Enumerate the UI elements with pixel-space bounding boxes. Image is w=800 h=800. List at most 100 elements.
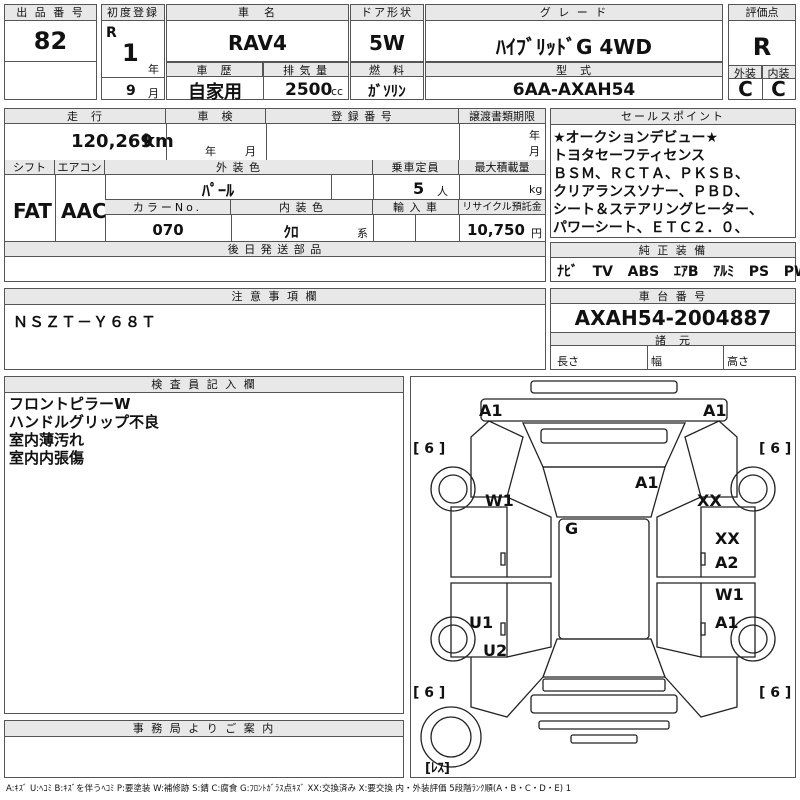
later-parts-label: 後 日 発 送 部 品 [5, 242, 545, 257]
vehicle-info-box: 走 行 車 検 登 録 番 号 譲渡書類期限 120,269 km 年 月 年 … [4, 108, 546, 282]
mark-left-rear-1: U1 [469, 613, 494, 632]
equip-ps: PS [748, 264, 770, 280]
equip-pw: PW [783, 264, 800, 280]
mark-right-rear-door-2: A1 [715, 613, 739, 632]
equip-airbag: ｴｱB [673, 264, 699, 280]
score-box: 評価点 R 外装 内装 C C [728, 4, 796, 101]
displacement-value: 2500 [285, 80, 333, 100]
tire-label-front-right: [ 6 ] [759, 441, 792, 457]
exterior-value: C [738, 77, 753, 101]
inspector-line: 室内内張傷 [9, 449, 85, 467]
lot-label: 出 品 番 号 [5, 5, 96, 21]
color-value: ﾊﾟｰﾙ [201, 181, 234, 200]
car-outline [420, 380, 776, 768]
displacement-label: 排 気 量 [263, 63, 348, 77]
tire-label-rear-left: [ 6 ] [413, 685, 446, 701]
first-reg-box: 初度登録 R 1 年 9 月 [101, 4, 165, 100]
notes-box: 注 意 事 項 欄 ＮＳＺＴ－Ｙ６８Ｔ [4, 288, 546, 370]
equip-abs: ABS [627, 264, 660, 280]
sales-point-line: ★オークションデビュー★ [553, 130, 719, 146]
office-label: 事 務 局 よ り ご 案 内 [5, 721, 403, 737]
mileage-value: 120,269 [71, 131, 153, 152]
history-value: 自家用 [188, 82, 242, 103]
chassis-label: 車 台 番 号 [551, 289, 795, 304]
inspection-label: 車 検 [166, 109, 266, 124]
year-unit: 年 [148, 63, 159, 76]
inspection-year: 年 [205, 145, 216, 158]
recycle-value: 10,750 [467, 221, 525, 239]
era-prefix: R [106, 25, 117, 41]
interior-label: 内装 [762, 65, 795, 80]
length-label: 長さ [557, 355, 579, 368]
equipment-box: 純 正 装 備 ﾅﾋﾞ TV ABS ｴｱB ｱﾙﾐ PS PW [550, 242, 800, 282]
office-box: 事 務 局 よ り ご 案 内 [4, 720, 404, 778]
load-label: 最大積載量 [459, 160, 545, 175]
color-no-value: 070 [152, 221, 184, 239]
type-value: 6AA-AXAH54 [512, 80, 636, 100]
sales-point-line: シート＆ステアリングヒーター、 [553, 202, 763, 218]
equipment-label: 純 正 装 備 [551, 243, 795, 258]
transfer-month: 月 [529, 145, 540, 158]
model-label: 車 名 [167, 5, 348, 21]
mark-hood: A1 [635, 473, 659, 492]
ac-label: エアコン [55, 160, 105, 175]
ac-value: AAC [61, 199, 107, 223]
width-label: 幅 [651, 355, 662, 368]
sales-point-line: ＢＳＭ、ＲＣＴＡ、ＰＫＳＢ、 [553, 166, 749, 182]
history-displacement-box: 車 歴 排 気 量 自家用 2500 cc [166, 62, 349, 103]
shift-label: シフト [5, 160, 55, 175]
fuel-box: 燃 料 ｶﾞｿﾘﾝ [350, 62, 424, 100]
grade-label: グ レ ー ド [426, 5, 722, 21]
grade-value: ﾊｲﾌﾞﾘｯﾄﾞG 4WD [496, 35, 652, 59]
mark-left-rear-2: U2 [483, 641, 508, 660]
load-unit: kg [529, 183, 543, 196]
sales-point-line: トヨタセーフティセンス [553, 148, 706, 164]
interior-value: C [771, 77, 786, 101]
height-label: 高さ [727, 355, 749, 368]
spare-label: [ﾚｽ] [425, 761, 450, 776]
equip-alloy: ｱﾙﾐ [713, 264, 735, 280]
inspector-line: フロントピラーW [9, 395, 131, 413]
mark-right-front-door-2: A2 [715, 553, 739, 572]
displacement-unit: cc [331, 85, 344, 98]
mark-roof: G [565, 519, 579, 538]
fuel-label: 燃 料 [351, 63, 423, 77]
equip-nav: ﾅﾋﾞ [557, 264, 578, 280]
seats-unit: 人 [437, 185, 448, 198]
score-label: 評価点 [729, 5, 795, 21]
int-color-unit: 系 [357, 227, 368, 240]
door-box: ドア形状 5W [350, 4, 424, 62]
mark-right-front-fender: XX [697, 491, 722, 510]
first-reg-month: 9 [126, 83, 136, 99]
seats-value: 5 [413, 179, 425, 198]
recycle-unit: 円 [531, 227, 542, 240]
transfer-label: 譲渡書類期限 [459, 109, 545, 124]
legend: A:ｷｽﾞ U:ﾍｺﾐ B:ｷｽﾞを伴うﾍｺﾐ P:要塗装 W:補修跡 S:錆 … [6, 784, 572, 794]
inspector-box: 検 査 員 記 入 欄 フロントピラーW ハンドルグリップ不良 室内薄汚れ 室内… [4, 376, 404, 714]
lot-box: 出 品 番 号 82 [4, 4, 97, 100]
door-label: ドア形状 [351, 5, 423, 21]
tire-label-front-left: [ 6 ] [413, 441, 446, 457]
grade-box: グ レ ー ド ﾊｲﾌﾞﾘｯﾄﾞG 4WD [425, 4, 723, 62]
chassis-box: 車 台 番 号 AXAH54-2004887 諸 元 長さ 幅 高さ [550, 288, 796, 370]
model-value: RAV4 [228, 31, 287, 55]
inspector-line: ハンドルグリップ不良 [9, 413, 160, 431]
score-value: R [752, 33, 772, 61]
import-label: 輸 入 車 [373, 200, 459, 215]
notes-value: ＮＳＺＴ－Ｙ６８Ｔ [13, 313, 158, 331]
seats-label: 乗車定員 [373, 160, 459, 175]
chassis-value: AXAH54-2004887 [574, 306, 772, 330]
mark-left-front-door: W1 [485, 491, 514, 510]
sales-point-line: クリアランスソナー、ＰＢＤ、 [553, 184, 749, 200]
fuel-value: ｶﾞｿﾘﾝ [368, 82, 406, 100]
month-unit: 月 [148, 87, 159, 100]
int-color-label: 内 装 色 [231, 200, 373, 215]
mark-right-front-door-1: XX [715, 529, 740, 548]
color-no-label: カラーNo. [105, 200, 231, 215]
sales-point-line: パワーシート、ＥＴＣ２．０、 [553, 220, 749, 236]
mileage-label: 走 行 [5, 109, 166, 124]
sales-points-box: セールスポイント ★オークションデビュー★ トヨタセーフティセンス ＢＳＭ、ＲＣ… [550, 108, 796, 238]
door-value: 5W [369, 31, 405, 55]
first-reg-label: 初度登録 [102, 5, 164, 21]
inspection-month: 月 [245, 145, 256, 158]
